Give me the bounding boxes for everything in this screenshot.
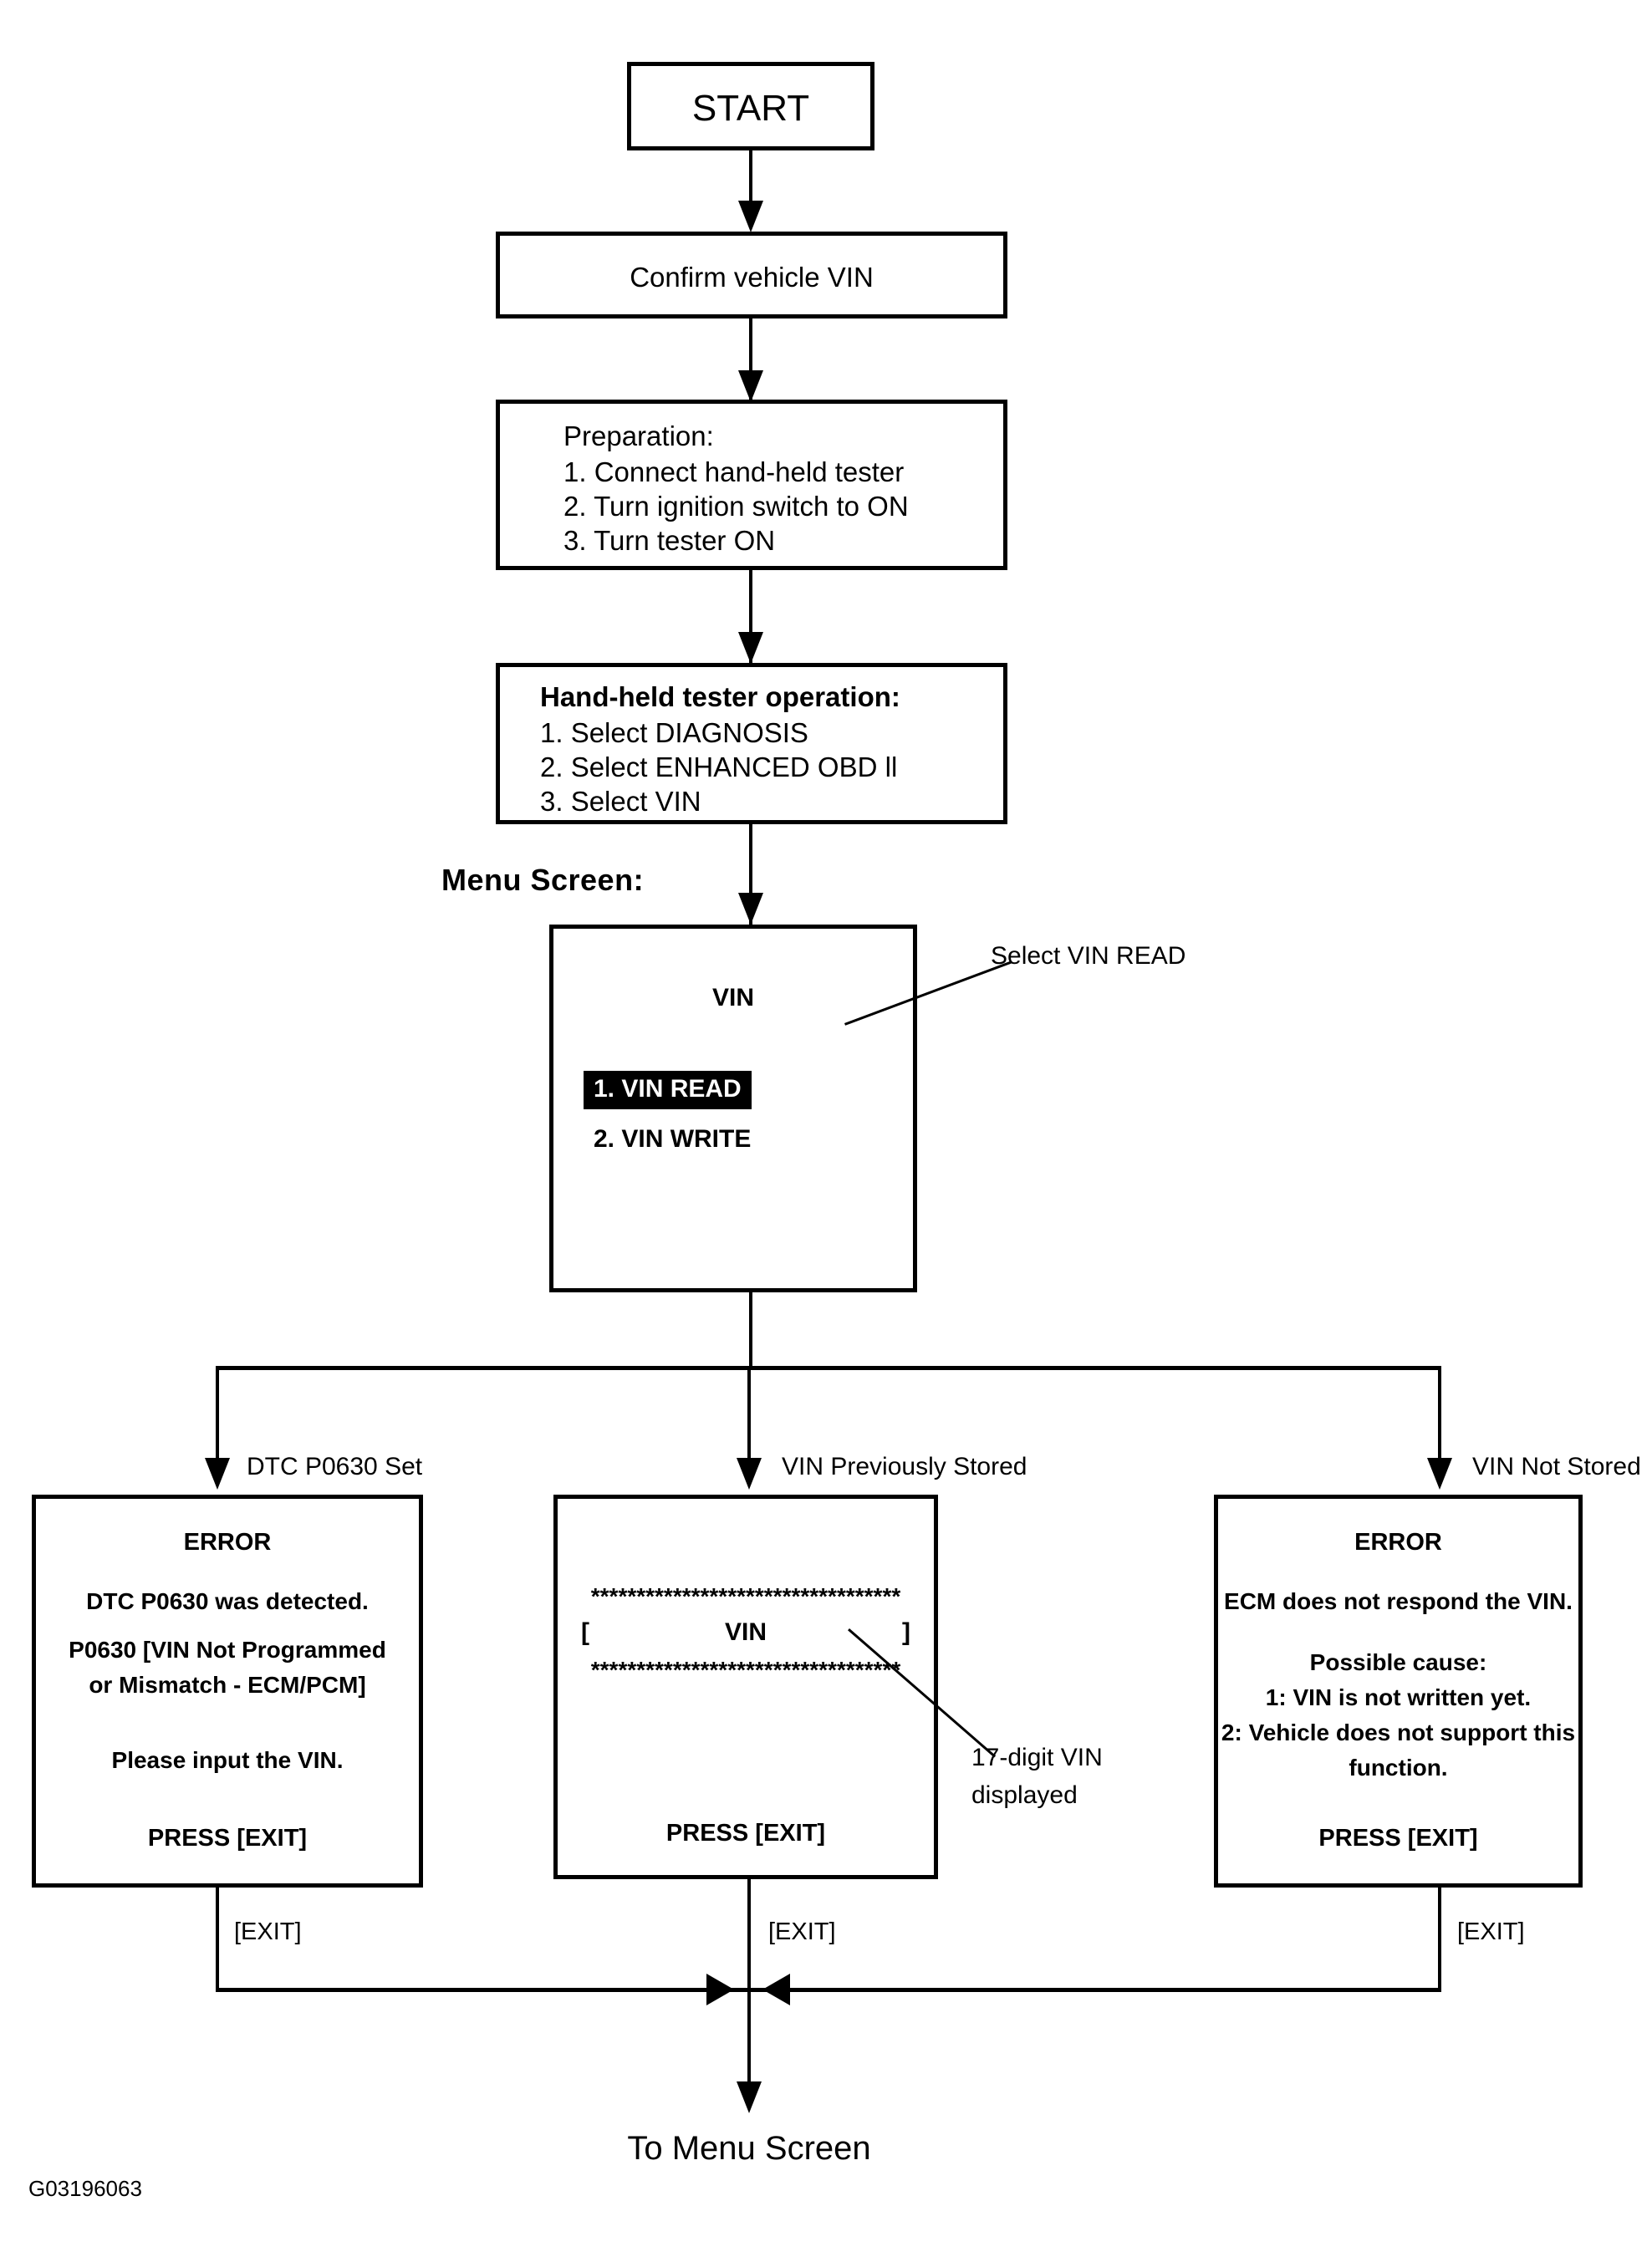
dtc-error-footer: PRESS [EXIT] bbox=[147, 1825, 308, 1852]
vin-not-stored-line-4: 2: Vehicle does not support this bbox=[1221, 1720, 1576, 1745]
vin-not-stored-line-3: 1: VIN is not written yet. bbox=[1265, 1684, 1532, 1710]
connector-merge-to-terminal bbox=[747, 1988, 751, 2093]
screen-dtc-error: ERROR DTC P0630 was detected. P0630 [VIN… bbox=[32, 1495, 423, 1888]
menu-option-1-wrap[interactable]: 1. VIN READ bbox=[553, 1071, 913, 1109]
connector-branch-left bbox=[216, 1366, 219, 1465]
terminal-label-to-menu-screen: To Menu Screen bbox=[627, 2130, 871, 2167]
menu-option-vin-read[interactable]: 1. VIN READ bbox=[584, 1071, 752, 1109]
vin-stored-vin-row: [ VIN ] bbox=[558, 1618, 934, 1647]
tester-operation-step-1: 1. Select DIAGNOSIS bbox=[540, 717, 808, 748]
connector-branch-right bbox=[1438, 1366, 1441, 1465]
vin-stored-footer: PRESS [EXIT] bbox=[665, 1820, 826, 1847]
preparation-heading: Preparation: bbox=[563, 420, 714, 451]
arrowhead-branch-left bbox=[205, 1458, 230, 1490]
arrowhead-down-1 bbox=[738, 201, 763, 232]
preparation-step-2: 2. Turn ignition switch to ON bbox=[563, 491, 909, 522]
arrowhead-branch-middle bbox=[737, 1458, 762, 1490]
node-start-label: START bbox=[691, 88, 810, 129]
preparation-step-1: 1. Connect hand-held tester bbox=[563, 456, 905, 487]
dtc-error-line-1: DTC P0630 was detected. bbox=[86, 1588, 369, 1614]
callout-17-digit-vin-line-1: 17-digit VIN bbox=[971, 1744, 1103, 1771]
vin-stored-stars-top: ********************************** bbox=[590, 1583, 901, 1609]
node-confirm-vin-label: Confirm vehicle VIN bbox=[630, 262, 874, 293]
branch-label-vin-not-stored: VIN Not Stored bbox=[1472, 1453, 1641, 1480]
vin-stored-vin-text: VIN bbox=[724, 1618, 767, 1646]
connector-prep-to-tester bbox=[749, 570, 752, 664]
vin-not-stored-line-5: function. bbox=[1349, 1755, 1448, 1781]
connector-menu-to-split bbox=[749, 1292, 752, 1369]
merge-bus bbox=[216, 1988, 1441, 1992]
node-tester-operation: Hand-held tester operation: 1. Select DI… bbox=[496, 663, 1007, 824]
exit-label-left: [EXIT] bbox=[234, 1918, 302, 1945]
node-preparation: Preparation: 1. Connect hand-held tester… bbox=[496, 400, 1007, 570]
vin-not-stored-line-1: ECM does not respond the VIN. bbox=[1224, 1588, 1573, 1614]
connector-exit-middle bbox=[747, 1879, 751, 1991]
vin-not-stored-footer: PRESS [EXIT] bbox=[1318, 1825, 1478, 1852]
connector-branch-middle bbox=[747, 1366, 751, 1465]
connector-exit-right bbox=[1438, 1888, 1441, 1991]
figure-id: G03196063 bbox=[28, 2176, 142, 2201]
split-bus bbox=[216, 1366, 1441, 1370]
screen-menu-vin: VIN 1. VIN READ 2. VIN WRITE bbox=[549, 925, 917, 1292]
dtc-error-header: ERROR bbox=[183, 1529, 272, 1556]
tester-operation-step-3: 3. Select VIN bbox=[540, 786, 701, 817]
connector-start-to-confirm bbox=[749, 150, 752, 209]
arrowhead-down-2 bbox=[738, 370, 763, 402]
arrowhead-merge-from-right bbox=[762, 1974, 790, 2005]
branch-label-vin-previously-stored: VIN Previously Stored bbox=[782, 1453, 1027, 1480]
menu-screen-label: Menu Screen: bbox=[441, 863, 645, 897]
vin-not-stored-line-2: Possible cause: bbox=[1309, 1649, 1487, 1675]
exit-label-middle: [EXIT] bbox=[768, 1918, 836, 1945]
arrowhead-down-4 bbox=[738, 893, 763, 925]
arrowhead-merge-from-left bbox=[706, 1974, 734, 2005]
dtc-error-line-4: Please input the VIN. bbox=[111, 1747, 344, 1773]
dtc-error-line-3: or Mismatch - ECM/PCM] bbox=[89, 1672, 366, 1698]
callout-select-vin-read: Select VIN READ bbox=[991, 942, 1186, 970]
arrowhead-down-terminal bbox=[737, 2081, 762, 2113]
callout-17-digit-vin-line-2: displayed bbox=[971, 1781, 1078, 1809]
vin-stored-stars-bottom: ********************************** bbox=[590, 1657, 901, 1683]
branch-label-dtc-p0630-set: DTC P0630 Set bbox=[247, 1453, 423, 1480]
tester-operation-step-2: 2. Select ENHANCED OBD ll bbox=[540, 752, 898, 782]
arrowhead-down-3 bbox=[738, 632, 763, 664]
vin-bracket-open: [ bbox=[581, 1618, 589, 1646]
screen-vin-stored: ********************************** [ VIN… bbox=[553, 1495, 938, 1879]
menu-screen-title: VIN bbox=[711, 984, 754, 1011]
node-confirm-vin: Confirm vehicle VIN bbox=[496, 232, 1007, 318]
preparation-step-3: 3. Turn tester ON bbox=[563, 525, 776, 556]
vin-not-stored-header: ERROR bbox=[1354, 1529, 1442, 1556]
menu-option-vin-write[interactable]: 2. VIN WRITE bbox=[594, 1125, 752, 1153]
connector-confirm-to-prep bbox=[749, 318, 752, 400]
screen-vin-not-stored: ERROR ECM does not respond the VIN. Poss… bbox=[1214, 1495, 1583, 1888]
arrowhead-branch-right bbox=[1427, 1458, 1452, 1490]
vin-bracket-close: ] bbox=[902, 1618, 910, 1646]
connector-tester-to-menu bbox=[749, 824, 752, 926]
connector-exit-left bbox=[216, 1888, 219, 1991]
node-start: START bbox=[627, 62, 874, 150]
dtc-error-line-2: P0630 [VIN Not Programmed bbox=[69, 1637, 386, 1663]
tester-operation-heading: Hand-held tester operation: bbox=[540, 681, 900, 712]
exit-label-right: [EXIT] bbox=[1457, 1918, 1525, 1945]
